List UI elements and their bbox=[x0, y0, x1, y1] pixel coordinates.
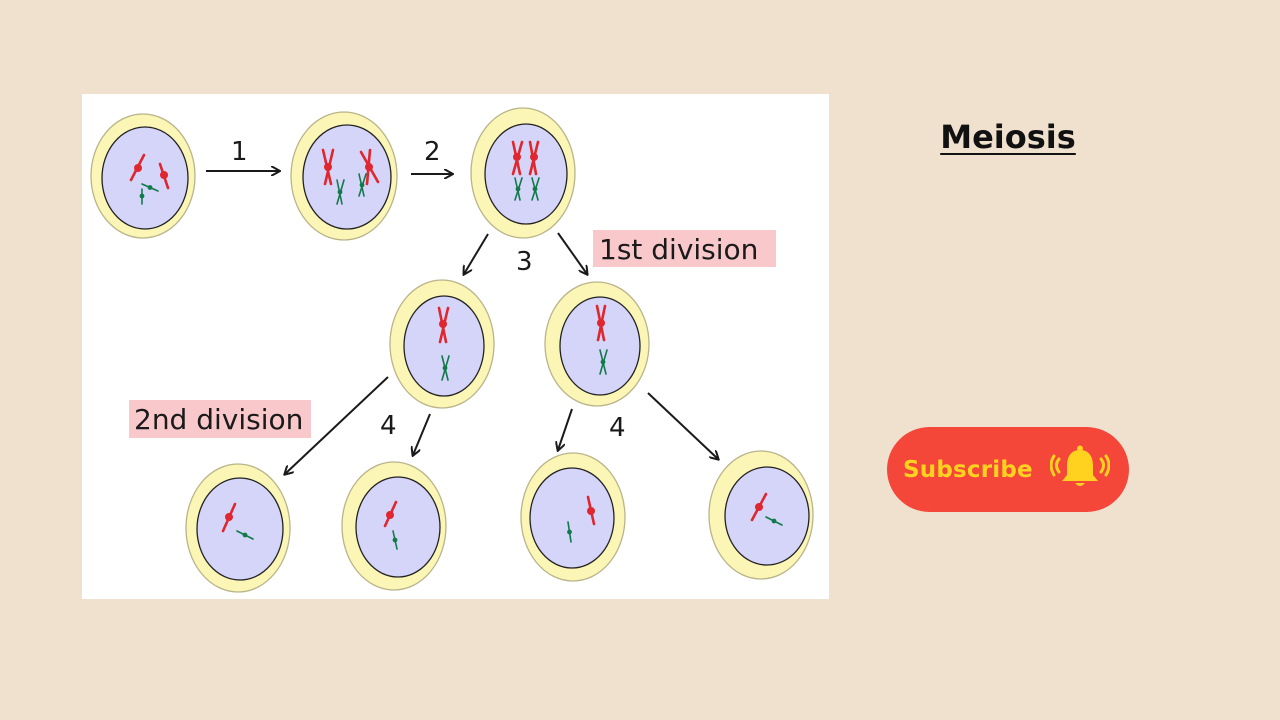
subscribe-button[interactable]: Subscribe bbox=[887, 427, 1129, 512]
meiosis-diagram: 1 2 3 4 4 1st division 2nd division bbox=[82, 94, 829, 599]
step-label-2: 2 bbox=[424, 137, 441, 167]
first-division-highlight bbox=[593, 230, 776, 267]
cell-6 bbox=[185, 463, 291, 593]
cell-3 bbox=[470, 107, 576, 239]
step-label-4-right: 4 bbox=[609, 413, 626, 443]
arrow-step-4-left bbox=[413, 413, 431, 455]
cell-5 bbox=[544, 281, 650, 407]
arrow-step-3-left bbox=[464, 233, 489, 274]
cell-7 bbox=[341, 461, 447, 591]
page-title: Meiosis bbox=[940, 118, 1076, 156]
cell-9 bbox=[708, 450, 814, 580]
arrow-step-4-far-right bbox=[647, 392, 718, 459]
step-label-1: 1 bbox=[231, 137, 248, 167]
arrow-step-4-far-left bbox=[285, 376, 389, 474]
bell-icon bbox=[1049, 443, 1111, 498]
second-division-label: 2nd division bbox=[134, 403, 303, 436]
cell-4 bbox=[389, 279, 495, 409]
first-division-label: 1st division bbox=[599, 233, 758, 266]
subscribe-label: Subscribe bbox=[903, 456, 1033, 483]
step-label-4-left: 4 bbox=[380, 411, 397, 441]
arrow-step-3-right bbox=[557, 232, 587, 274]
cell-2 bbox=[290, 111, 398, 241]
second-division-highlight bbox=[129, 400, 311, 438]
step-label-3: 3 bbox=[516, 247, 533, 277]
arrow-step-4-right bbox=[558, 408, 573, 450]
cell-1 bbox=[90, 113, 196, 239]
cell-8 bbox=[520, 452, 626, 582]
